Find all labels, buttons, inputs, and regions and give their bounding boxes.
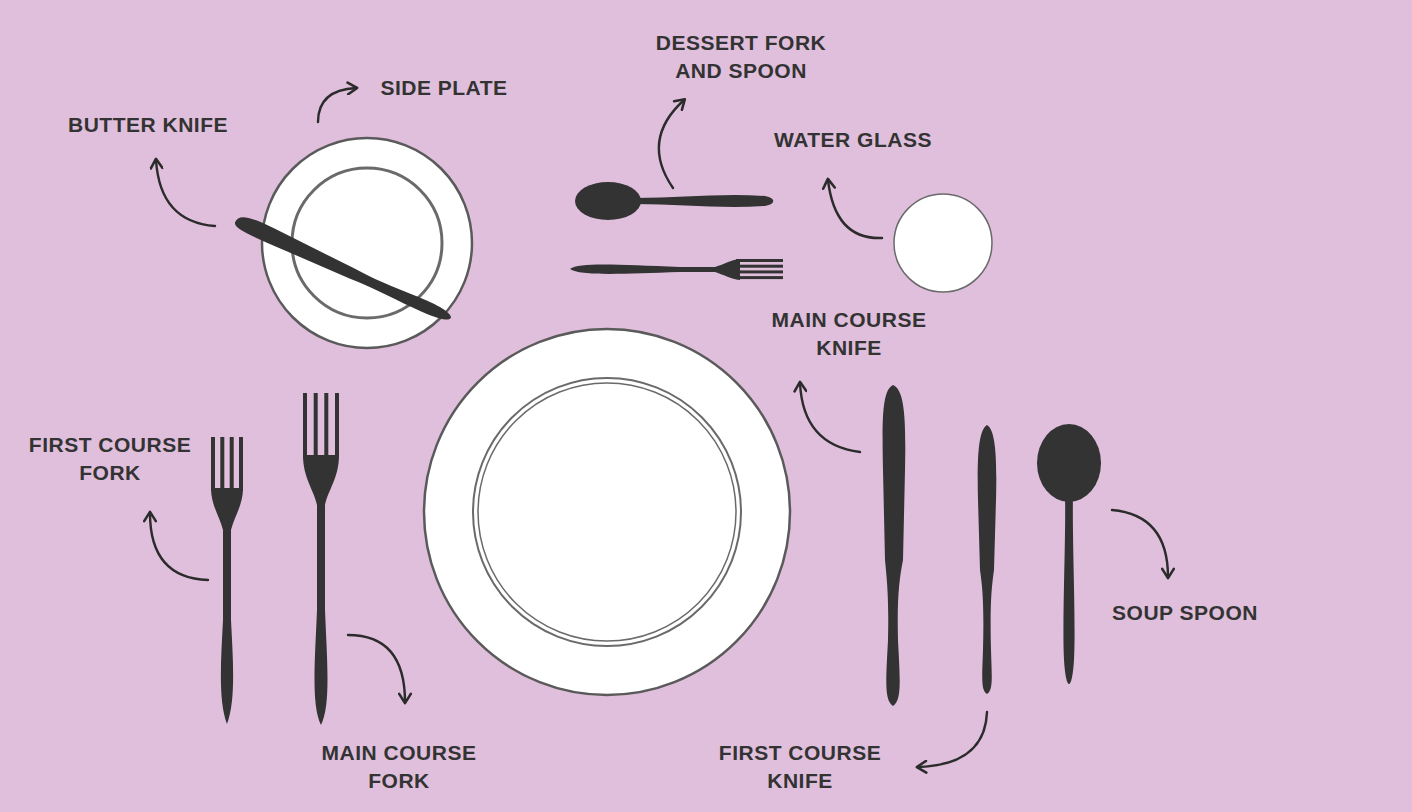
part-label: DESSERT FORK AND SPOON — [644, 29, 839, 85]
fork-body — [211, 488, 243, 724]
leader-arrow — [318, 88, 356, 122]
fork-tine — [303, 393, 307, 458]
fork-handle — [570, 259, 740, 280]
leader-arrow — [1112, 510, 1168, 577]
plate-ring — [473, 378, 741, 646]
fork-tine — [736, 265, 783, 268]
soup-spoon — [1037, 424, 1101, 684]
fork-tine — [736, 276, 783, 279]
main-course-knife — [883, 385, 906, 706]
part-label: FIRST COURSE FORK — [15, 431, 205, 487]
leader-arrow — [659, 100, 684, 188]
butter-knife — [233, 213, 455, 324]
plate-rim — [424, 329, 790, 695]
fork-body — [303, 455, 339, 725]
fork-tine — [736, 259, 783, 262]
label-slot: MAIN COURSE FORK — [304, 739, 494, 795]
fork-tine — [314, 393, 318, 458]
dessert-fork — [570, 259, 783, 280]
leader-arrow — [348, 635, 405, 702]
label-slot: SIDE PLATE — [380, 74, 507, 102]
label-slot: WATER GLASS — [774, 126, 932, 154]
fork-tine — [230, 437, 234, 491]
part-label: SOUP SPOON — [1112, 599, 1258, 627]
plate-well — [292, 168, 442, 318]
water-glass — [894, 194, 992, 292]
part-label: SIDE PLATE — [380, 74, 507, 102]
label-slot: BUTTER KNIFE — [68, 111, 228, 139]
fork-tine — [239, 437, 243, 491]
label-slot: SOUP SPOON — [1112, 599, 1258, 627]
leader-arrow — [150, 513, 208, 580]
part-label: MAIN COURSE FORK — [304, 739, 494, 795]
label-slot: FIRST COURSE FORK — [15, 431, 205, 487]
leader-arrow — [156, 160, 215, 226]
spoon-handle — [635, 195, 773, 207]
main-plate — [424, 329, 790, 695]
main-course-fork — [303, 393, 339, 725]
leader-arrows — [150, 88, 1168, 767]
fork-tine — [211, 437, 215, 491]
part-label: FIRST COURSE KNIFE — [703, 739, 898, 795]
spoon-bowl — [1037, 424, 1101, 502]
spoon-bowl — [575, 182, 641, 220]
label-slot: FIRST COURSE KNIFE — [703, 739, 898, 795]
leader-arrow — [800, 383, 860, 452]
leader-arrow — [828, 180, 882, 238]
leader-arrow — [918, 712, 987, 767]
fork-tine — [324, 393, 328, 458]
fork-tine — [736, 270, 783, 273]
label-slot: MAIN COURSE KNIFE — [754, 306, 944, 362]
part-label: MAIN COURSE KNIFE — [754, 306, 944, 362]
fork-tine — [335, 393, 339, 458]
first-course-knife — [978, 425, 997, 694]
first-course-fork — [211, 437, 243, 724]
label-slot: DESSERT FORK AND SPOON — [644, 29, 839, 85]
spoon-handle — [1063, 495, 1074, 684]
fork-tine — [220, 437, 224, 491]
part-label: WATER GLASS — [774, 126, 932, 154]
part-label: BUTTER KNIFE — [68, 111, 228, 139]
plate-ring — [478, 383, 736, 641]
